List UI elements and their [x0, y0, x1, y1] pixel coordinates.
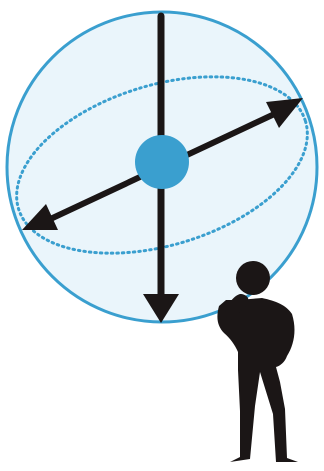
orbit-dotted-ellipse — [15, 75, 309, 255]
person-hand — [224, 294, 249, 320]
person-head — [236, 261, 270, 295]
down-arrow-head — [143, 294, 179, 323]
diagonal-arrow-head-left — [22, 204, 58, 230]
thinking-person-icon — [217, 261, 298, 462]
center-dot — [135, 135, 189, 189]
diagonal-arrow-head-right — [266, 98, 303, 128]
person-body — [217, 298, 298, 462]
